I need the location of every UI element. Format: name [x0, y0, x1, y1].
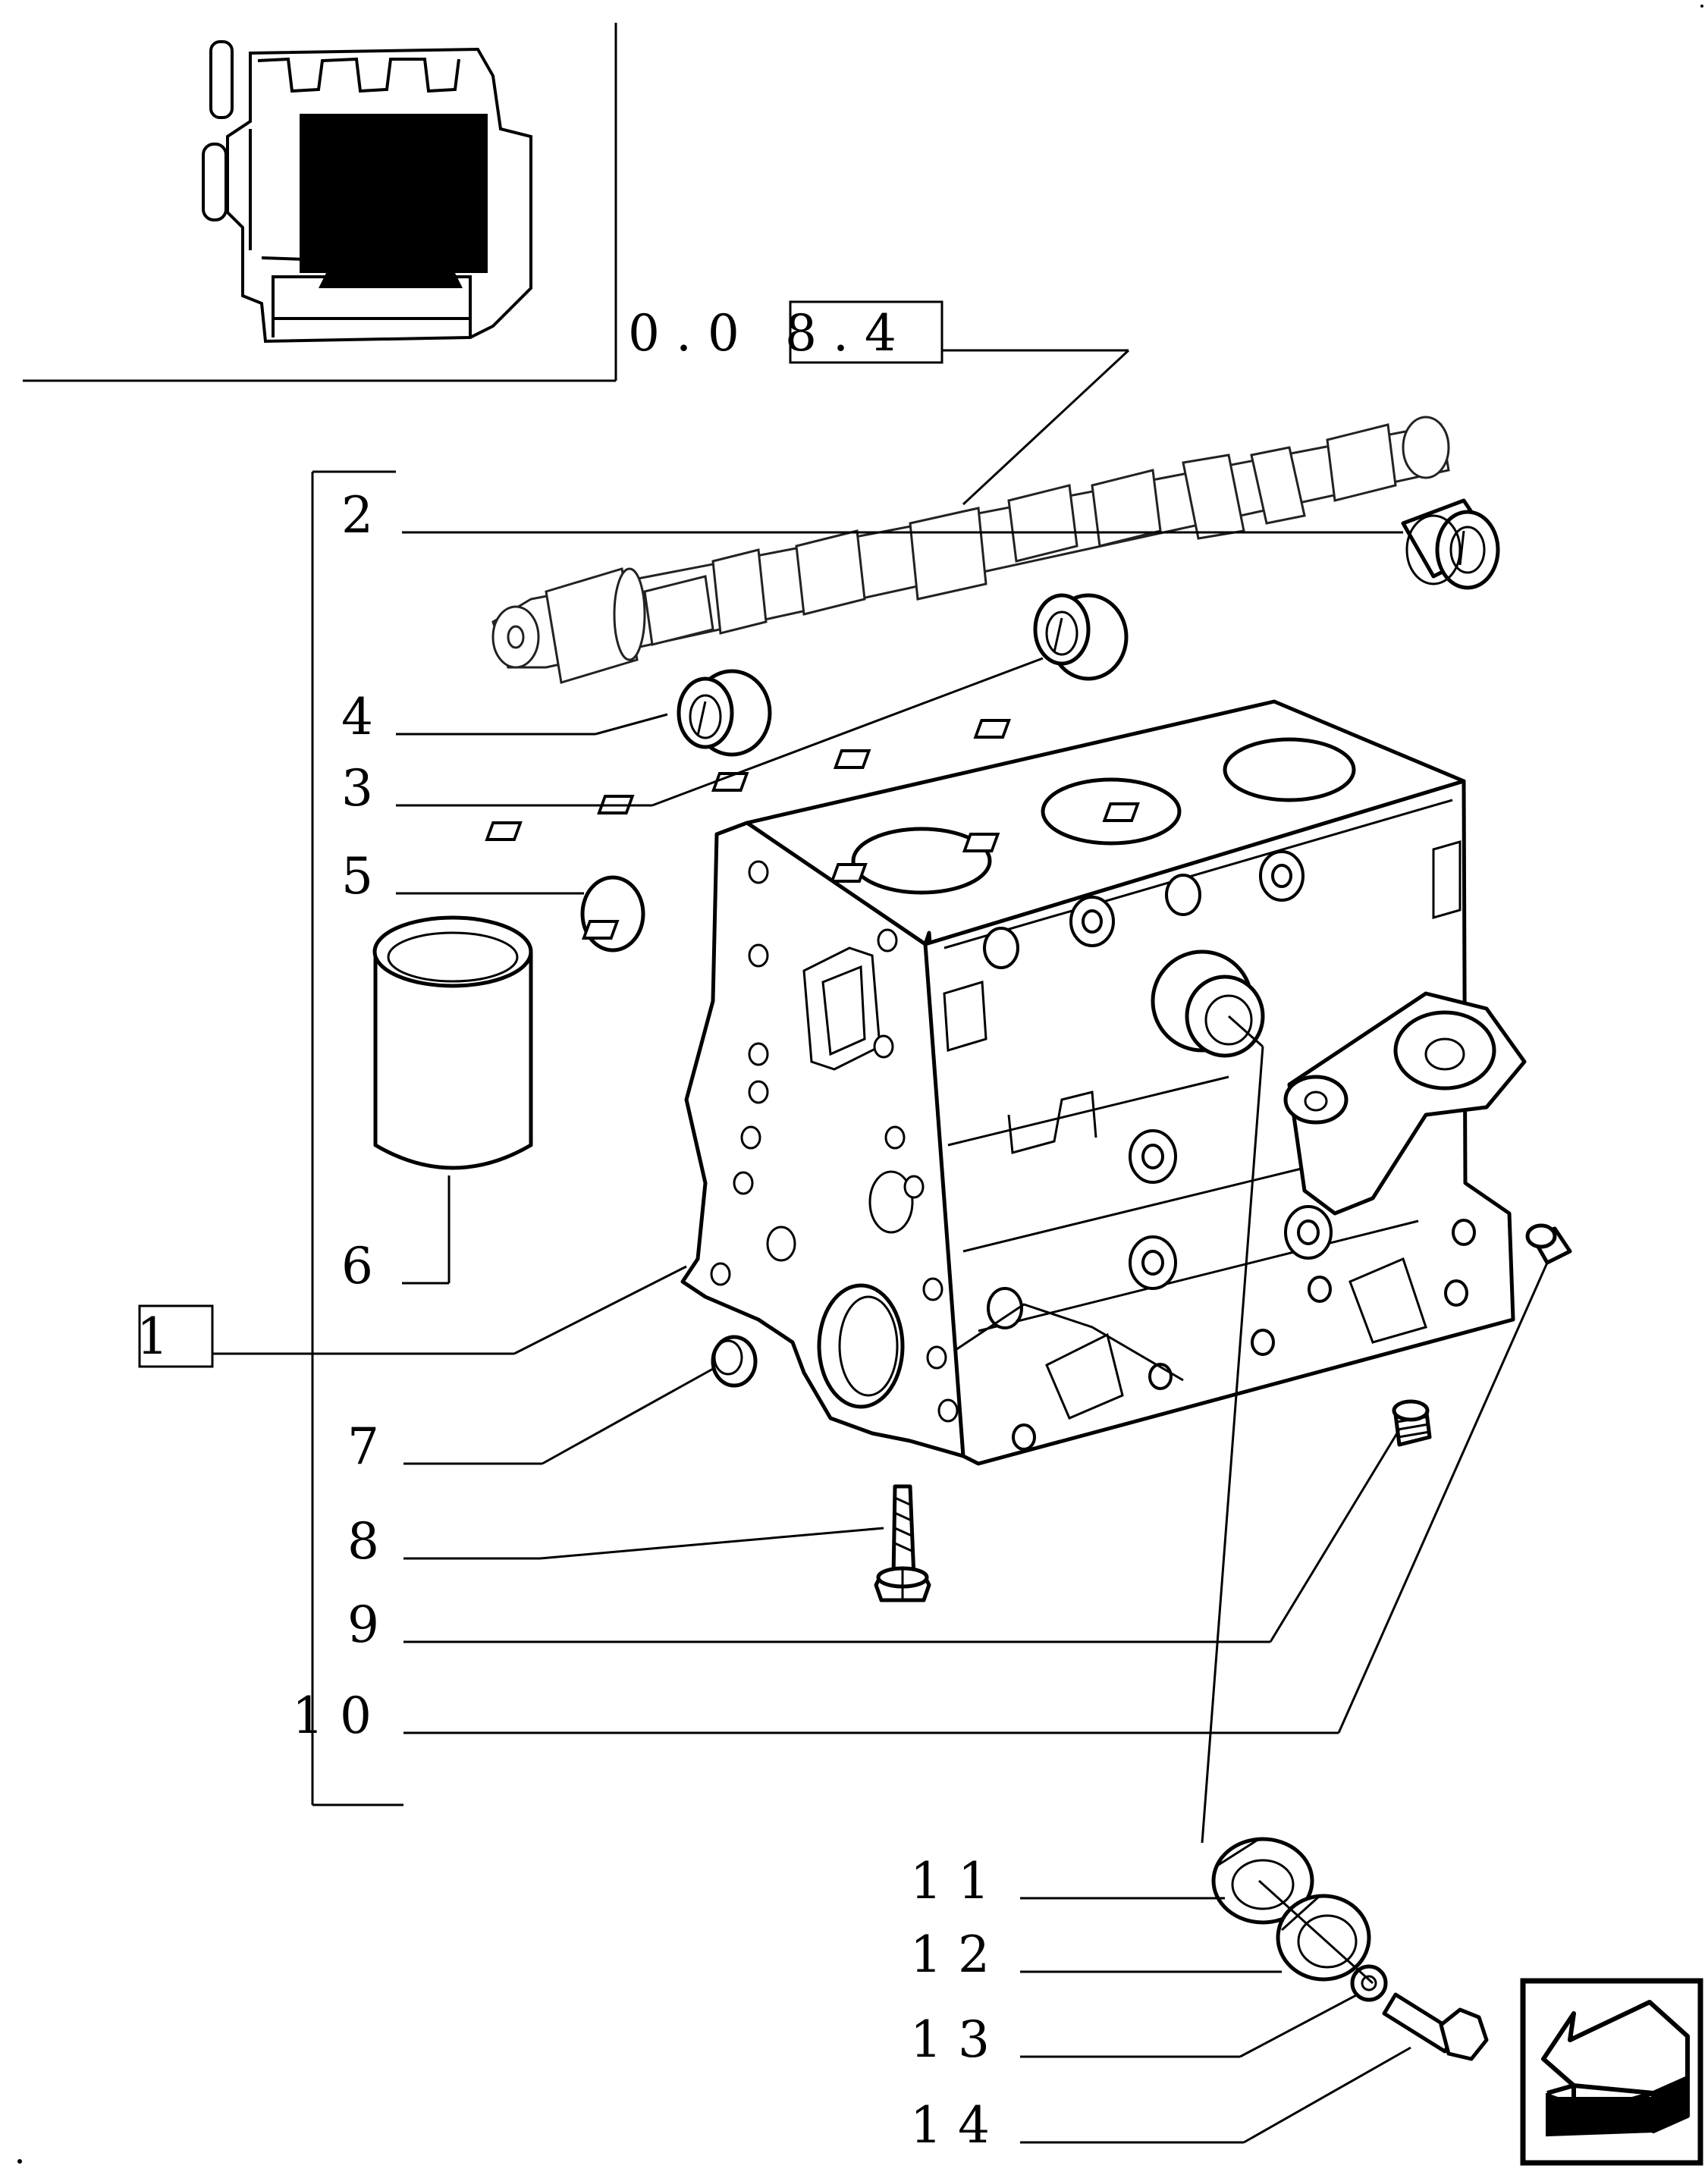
plug-7[interactable]: [711, 1335, 758, 1388]
callout-3[interactable]: 3: [341, 759, 373, 818]
leader-lines: [212, 531, 1549, 2144]
callout-10[interactable]: 1 0: [292, 1687, 372, 1745]
cylinder-liner-6[interactable]: [372, 915, 533, 1170]
callout-14[interactable]: 1 4: [910, 2096, 990, 2155]
callout-2[interactable]: 2: [341, 486, 373, 545]
reference-prefix: 0 . 0: [628, 304, 739, 362]
group-bracket: [311, 470, 403, 1806]
scan-dot: [17, 2159, 22, 2164]
screw-8[interactable]: [874, 1484, 931, 1602]
bushing-3[interactable]: [1033, 593, 1129, 681]
washer-13[interactable]: [1350, 1964, 1388, 2002]
callout-7[interactable]: 7: [347, 1417, 379, 1476]
callout-9[interactable]: 9: [347, 1596, 379, 1654]
callout-labels: 2 4 3 5 6 1 7 8 9 1 0 1 1 1 2 1 3 1 4: [137, 486, 990, 2155]
plug-10[interactable]: [1525, 1223, 1572, 1265]
bushing-2[interactable]: [1401, 498, 1500, 590]
engine-thumbnail-icon[interactable]: [23, 23, 617, 382]
reference-boxed: 8 . 4: [785, 304, 896, 362]
callout-6[interactable]: 6: [341, 1237, 373, 1295]
scan-dot: [1700, 5, 1703, 8]
back-arrow-icon[interactable]: [1520, 1978, 1703, 2166]
callout-11[interactable]: 1 1: [910, 1852, 990, 1910]
bushing-4[interactable]: [677, 669, 772, 757]
callout-12[interactable]: 1 2: [910, 1925, 990, 1984]
bolt-14[interactable]: [1382, 1992, 1489, 2061]
engine-block-1[interactable]: [485, 699, 1527, 1466]
callout-8[interactable]: 8: [347, 1512, 379, 1571]
callout-1[interactable]: 1: [137, 1307, 168, 1366]
reference-number[interactable]: 0 . 0 8 . 4: [628, 300, 1130, 506]
callout-5[interactable]: 5: [341, 847, 373, 905]
callout-box-1: [138, 1304, 214, 1368]
plug-9[interactable]: [1392, 1399, 1432, 1447]
callout-4[interactable]: 4: [341, 688, 373, 746]
reference-box: [789, 300, 943, 364]
camshaft: [491, 416, 1450, 684]
callout-13[interactable]: 1 3: [910, 2010, 990, 2069]
seal-11[interactable]: [1211, 1837, 1314, 1925]
